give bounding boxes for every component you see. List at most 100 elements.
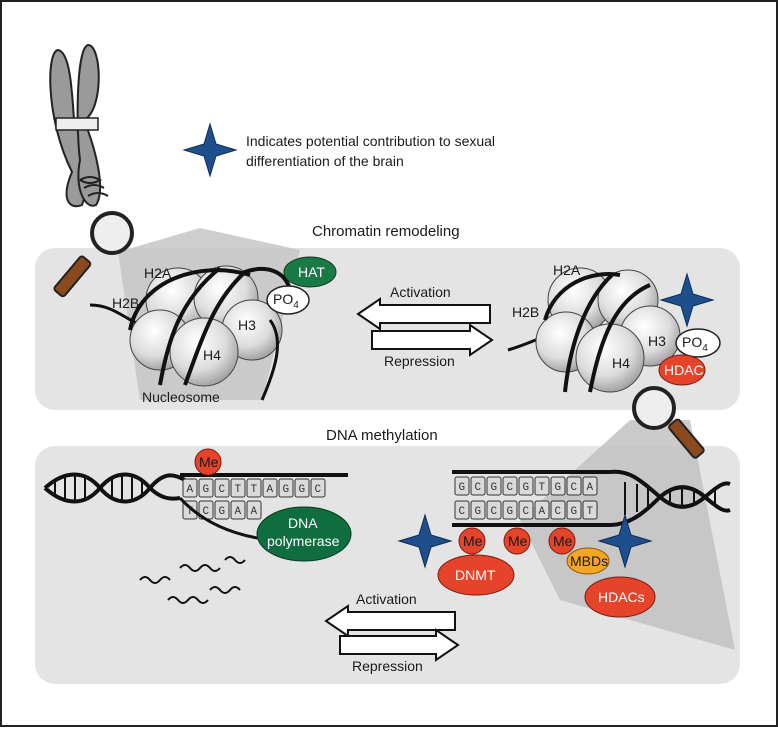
base-letter: A bbox=[187, 484, 194, 496]
base-cell bbox=[198, 478, 214, 498]
base-letter: G bbox=[459, 482, 466, 494]
dna-polymerase bbox=[256, 506, 352, 562]
base-letter: C bbox=[315, 484, 322, 496]
hdacs-label: HDACs bbox=[598, 589, 645, 605]
base-cell bbox=[246, 500, 262, 520]
activation-label-bottom: Activation bbox=[356, 591, 417, 607]
h4-label-left: H4 bbox=[203, 347, 221, 363]
base-cell bbox=[502, 500, 518, 520]
base-cell bbox=[518, 500, 534, 520]
base-letter: G bbox=[219, 506, 226, 518]
repression-label-top: Repression bbox=[384, 353, 455, 369]
base-cell bbox=[310, 478, 326, 498]
chromosome-icon bbox=[49, 43, 109, 208]
h3-label-right: H3 bbox=[648, 333, 666, 349]
legend-text-line2: differentiation of the brain bbox=[246, 153, 404, 169]
magnifier-icon-top bbox=[53, 211, 134, 298]
dna-helix-left bbox=[43, 472, 186, 504]
base-letter: G bbox=[555, 482, 562, 494]
base-cell bbox=[294, 478, 310, 498]
mbds-protein bbox=[566, 547, 610, 575]
chromatin-title: Chromatin remodeling bbox=[312, 223, 460, 240]
magnifier-icon-bottom bbox=[632, 386, 705, 459]
base-letter: A bbox=[251, 506, 258, 518]
dnmt-label: DNMT bbox=[455, 567, 496, 583]
po4-label-left: PO4 bbox=[273, 291, 299, 311]
base-letter: C bbox=[475, 482, 482, 494]
base-cell bbox=[550, 500, 566, 520]
base-cell bbox=[486, 500, 502, 520]
base-letter: G bbox=[299, 484, 306, 496]
base-letter: C bbox=[491, 506, 498, 518]
base-letter: G bbox=[283, 484, 290, 496]
activation-arrow-top bbox=[356, 297, 491, 331]
hdac-label: HDAC bbox=[664, 362, 704, 378]
base-cell bbox=[278, 478, 294, 498]
base-letter: G bbox=[491, 482, 498, 494]
base-letter: C bbox=[507, 482, 514, 494]
repression-arrow-top bbox=[371, 323, 494, 357]
base-cell bbox=[470, 476, 486, 496]
base-cell bbox=[214, 500, 230, 520]
base-cell bbox=[486, 476, 502, 496]
me-label-left: Me bbox=[199, 454, 219, 470]
base-letter: G bbox=[507, 506, 514, 518]
base-letter: T bbox=[235, 484, 242, 496]
me-marker-left bbox=[194, 448, 222, 476]
legend: Indicates potential contribution to sexu… bbox=[183, 123, 495, 177]
repression-label-bottom: Repression bbox=[352, 658, 423, 674]
base-cell bbox=[262, 478, 278, 498]
nucleosome-right bbox=[507, 267, 681, 393]
rna-squiggles bbox=[139, 556, 246, 604]
base-letter: T bbox=[539, 482, 546, 494]
hat-enzyme bbox=[283, 256, 337, 288]
repression-arrow-bottom bbox=[339, 628, 460, 662]
base-cell bbox=[454, 500, 470, 520]
po4-label-right: PO4 bbox=[682, 334, 708, 354]
base-cell bbox=[454, 476, 470, 496]
base-letter: G bbox=[203, 484, 210, 496]
base-cell bbox=[502, 476, 518, 496]
base-letter: C bbox=[459, 506, 466, 518]
base-letter: A bbox=[267, 484, 274, 496]
me-marker-2 bbox=[503, 527, 531, 555]
h2b-label-left: H2B bbox=[112, 295, 139, 311]
polymerase-label-line1: DNA bbox=[288, 515, 318, 531]
methylation-title: DNA methylation bbox=[326, 427, 438, 444]
hdac-enzyme bbox=[658, 354, 706, 386]
base-cell bbox=[518, 476, 534, 496]
base-cell bbox=[582, 500, 598, 520]
base-letter: T bbox=[587, 506, 594, 518]
base-cell bbox=[582, 476, 598, 496]
me-label-3: Me bbox=[553, 533, 573, 549]
legend-text-line1: Indicates potential contribution to sexu… bbox=[246, 133, 495, 149]
base-cell bbox=[566, 500, 582, 520]
base-letter: A bbox=[587, 482, 594, 494]
base-cell bbox=[182, 478, 198, 498]
po4-tag-right bbox=[675, 328, 721, 358]
base-letter: A bbox=[235, 506, 242, 518]
activation-label-top: Activation bbox=[390, 284, 451, 300]
h3-label-left: H3 bbox=[238, 317, 256, 333]
me-marker-3 bbox=[548, 527, 576, 555]
base-cell bbox=[566, 476, 582, 496]
base-letter: C bbox=[523, 506, 530, 518]
base-cell bbox=[230, 500, 246, 520]
base-cell bbox=[230, 478, 246, 498]
base-cell bbox=[214, 478, 230, 498]
base-letter: C bbox=[219, 484, 226, 496]
h4-label-right: H4 bbox=[612, 355, 630, 371]
dna-helix-right bbox=[609, 469, 731, 527]
hdacs-enzyme bbox=[584, 576, 656, 618]
base-letter: T bbox=[187, 506, 194, 518]
po4-tag-left bbox=[266, 285, 310, 315]
base-letter: G bbox=[571, 506, 578, 518]
mbds-label: MBDs bbox=[570, 553, 608, 569]
h2a-label-left: H2A bbox=[144, 265, 172, 281]
h2a-label-right: H2A bbox=[553, 262, 581, 278]
base-letter: C bbox=[203, 506, 210, 518]
